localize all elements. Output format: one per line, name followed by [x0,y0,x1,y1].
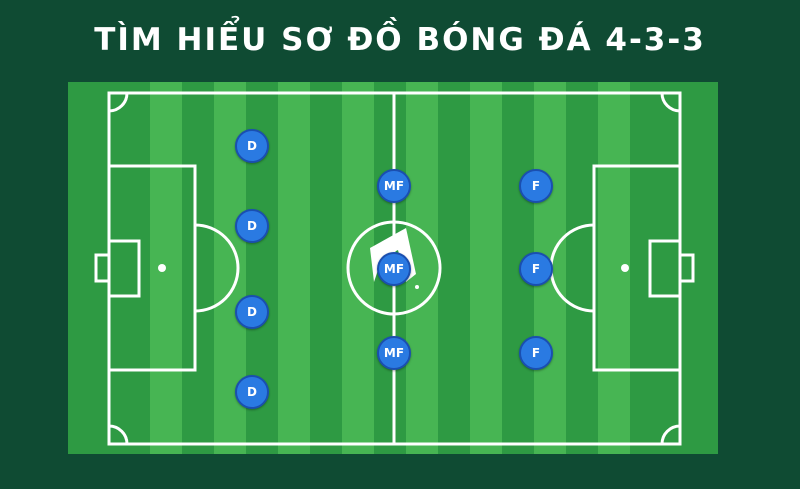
corner-arc [660,424,681,445]
defender-marker: D [235,209,269,243]
left-goal-area [107,239,141,298]
midfielder-marker: MF [377,336,411,370]
right-penalty-arc [549,223,595,313]
forward-marker: F [519,252,553,286]
page-title: TÌM HIỂU SƠ ĐỒ BÓNG ĐÁ 4-3-3 [94,22,706,58]
center-circle [346,220,442,316]
corner-arc [108,92,129,113]
defender-marker: D [235,129,269,163]
left-penalty-arc [194,223,240,313]
left-goal [94,253,111,283]
midfielder-marker: MF [377,252,411,286]
corner-arc [660,92,681,113]
left-penalty-spot [158,264,166,272]
forward-marker: F [519,336,553,370]
midfielder-marker: MF [377,169,411,203]
left-penalty-area [107,164,197,372]
grass-stripe [470,82,502,454]
right-penalty-spot [621,264,629,272]
right-penalty-area [592,164,682,372]
grass-stripe [278,82,310,454]
defender-marker: D [235,295,269,329]
football-pitch: D D D D MF MF MF F F F [68,82,718,454]
right-goal [678,253,695,283]
forward-marker: F [519,169,553,203]
pitch-markings [94,91,695,446]
defender-marker: D [235,375,269,409]
corner-arc [108,424,129,445]
right-goal-area [648,239,682,298]
